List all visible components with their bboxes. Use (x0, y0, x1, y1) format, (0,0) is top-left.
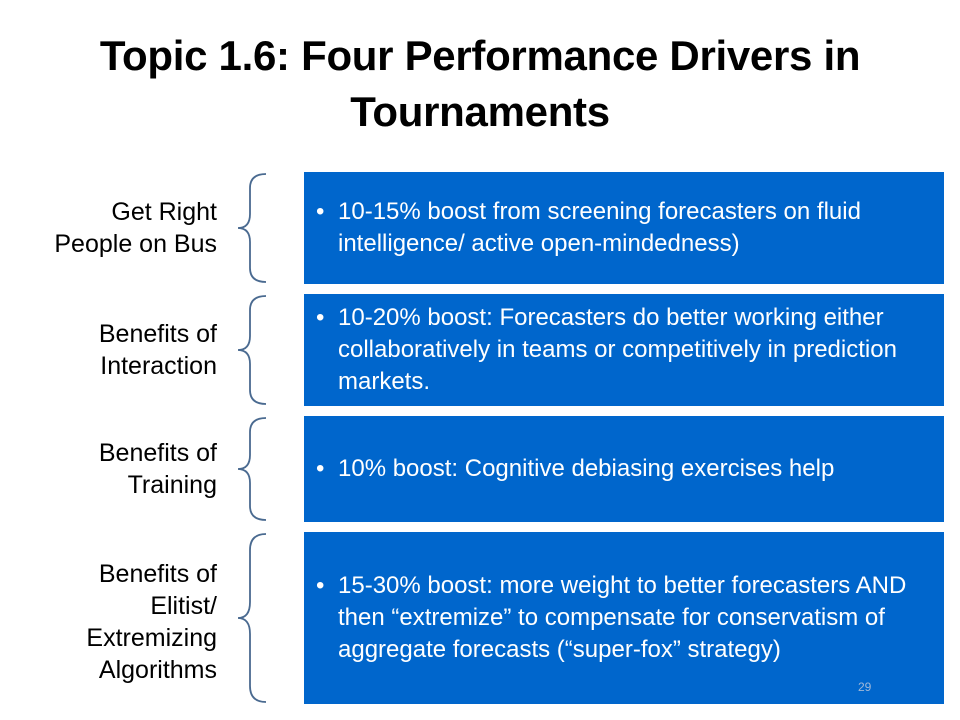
driver-label: Benefits of Training (17, 437, 217, 501)
bullet-icon: • (316, 304, 325, 331)
driver-description-box: • 10-20% boost: Forecasters do better wo… (304, 294, 944, 406)
driver-label-line: Benefits of (98, 320, 217, 348)
bullet-item: • 10-15% boost from screening forecaster… (316, 196, 926, 260)
driver-label-line: Training (127, 471, 217, 499)
driver-row-screening: Get Right People on Bus • 10-15% boost f… (0, 172, 960, 284)
driver-label: Benefits of Elitist/ Extremizing Algorit… (17, 558, 217, 686)
left-brace-icon (237, 173, 267, 283)
slide-title: Topic 1.6: Four Performance Drivers in T… (99, 32, 861, 135)
bullet-text: 10% boost: Cognitive debiasing exercises… (338, 455, 835, 482)
driver-label-line: Algorithms (98, 656, 217, 684)
driver-label-line: Benefits of (98, 560, 217, 588)
bullet-icon: • (316, 572, 325, 599)
bullet-item: • 15-30% boost: more weight to better fo… (316, 570, 926, 666)
driver-label-line: Get Right (111, 198, 217, 226)
driver-label-line: Interaction (100, 352, 217, 380)
slide-page-number: 29 (858, 680, 872, 694)
driver-description-box: • 10% boost: Cognitive debiasing exercis… (304, 416, 944, 522)
left-brace-icon (237, 295, 267, 405)
bullet-text: 10-20% boost: Forecasters do better work… (338, 304, 897, 395)
driver-label-line: Benefits of (98, 439, 217, 467)
bullet-item: • 10-20% boost: Forecasters do better wo… (316, 302, 926, 398)
driver-description-box: • 15-30% boost: more weight to better fo… (304, 532, 944, 704)
left-brace-icon (237, 533, 267, 703)
bullet-icon: • (316, 455, 325, 482)
driver-row-training: Benefits of Training • 10% boost: Cognit… (0, 416, 960, 522)
driver-label-line: Elitist/ (150, 592, 217, 620)
driver-label-line: Extremizing (86, 624, 217, 652)
bullet-item: • 10% boost: Cognitive debiasing exercis… (316, 453, 926, 485)
driver-label: Get Right People on Bus (17, 196, 217, 260)
driver-label-line: People on Bus (54, 230, 217, 258)
bullet-text: 10-15% boost from screening forecasters … (338, 198, 861, 257)
driver-row-algorithms: Benefits of Elitist/ Extremizing Algorit… (0, 532, 960, 704)
driver-label: Benefits of Interaction (17, 318, 217, 382)
driver-description-box: • 10-15% boost from screening forecaster… (304, 172, 944, 284)
bullet-text: 15-30% boost: more weight to better fore… (338, 572, 907, 663)
bullet-icon: • (316, 198, 325, 225)
left-brace-icon (237, 417, 267, 521)
driver-row-interaction: Benefits of Interaction • 10-20% boost: … (0, 294, 960, 406)
